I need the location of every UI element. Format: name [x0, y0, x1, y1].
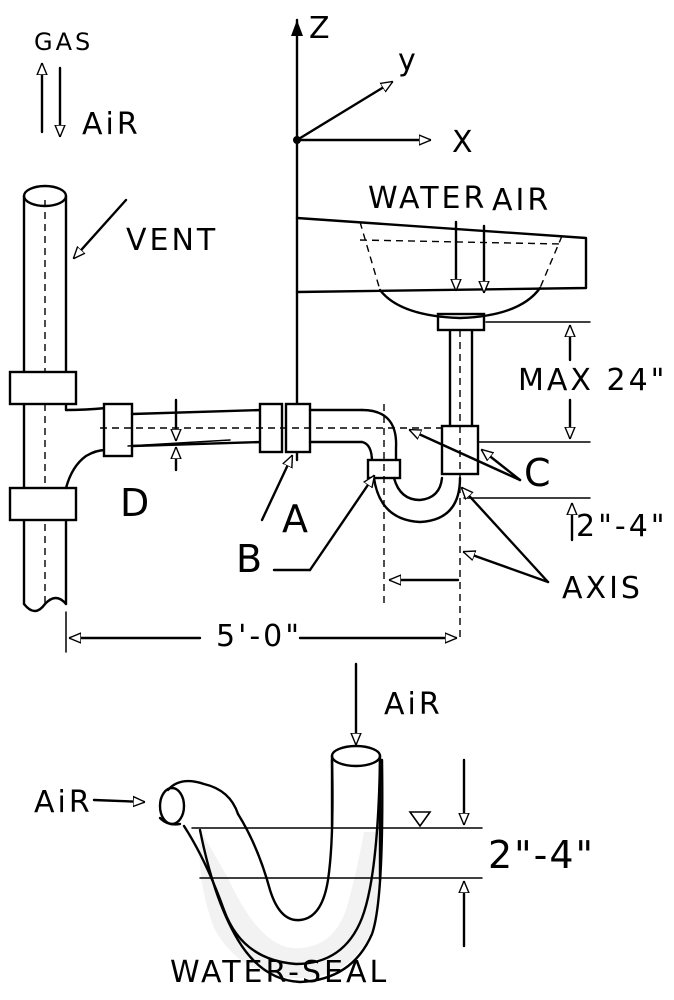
distance-dimension: 5'-0": [65, 611, 458, 654]
max-dimension: MAX 24": [477, 321, 667, 443]
axis-callout: AXIS: [388, 488, 643, 606]
air-top-label: AiR: [82, 107, 141, 142]
vent-coupling-lower: [8, 486, 78, 522]
z-axis-arrow: [291, 20, 303, 36]
water-seal-label: WATER-SEAL: [170, 955, 389, 990]
point-labels: A B C: [236, 428, 553, 581]
point-a-leader: [260, 456, 294, 522]
water-fill: [199, 830, 383, 979]
axis-y-label: y: [398, 43, 419, 78]
tee-coupling: [102, 402, 134, 458]
distance-label: 5'-0": [216, 619, 302, 654]
air-sink-label: AIR: [492, 183, 551, 218]
water-label: WATER: [368, 181, 487, 216]
vent-pipe: VENT: [8, 184, 218, 613]
axis-label: AXIS: [562, 571, 643, 606]
drain-line: D: [64, 398, 480, 525]
trap-offset-label: 2"-4": [576, 509, 668, 544]
p-trap: [366, 312, 486, 640]
air-seal-top-label: AiR: [384, 687, 443, 722]
point-c-leader: [482, 450, 522, 482]
sink-basin: WATER AIR: [295, 181, 588, 320]
water-level-marker: [408, 811, 432, 828]
coordinate-axes: Z y X: [291, 11, 476, 462]
gas-air-indicator: GAS AiR: [34, 28, 141, 142]
seal-depth-label: 2"-4": [488, 833, 595, 877]
axis-z-label: Z: [309, 11, 333, 46]
vent-coupling-upper: [8, 370, 78, 406]
y-axis-line: [295, 82, 392, 142]
max-dimension-label: MAX 24": [518, 363, 667, 398]
air-seal-left-label: AiR: [34, 785, 93, 820]
point-a-label: A: [282, 497, 310, 541]
point-b-label: B: [236, 537, 264, 581]
point-c-label: C: [524, 451, 553, 495]
trap-offset-dimension: 2"-4": [463, 497, 668, 544]
vent-pointer-arrow: [74, 198, 128, 258]
point-d-label: D: [120, 481, 151, 525]
gas-label: GAS: [34, 28, 93, 56]
axis-x-label: X: [452, 125, 476, 160]
point-c-leader-2: [410, 428, 522, 482]
air-seal-right-arrow: [92, 800, 144, 802]
vent-label: VENT: [126, 223, 218, 258]
point-b-leader: [308, 476, 374, 572]
water-seal-detail: AiR AiR 2"-4" WATER-SEAL: [34, 662, 595, 990]
axes-origin: [293, 136, 301, 144]
